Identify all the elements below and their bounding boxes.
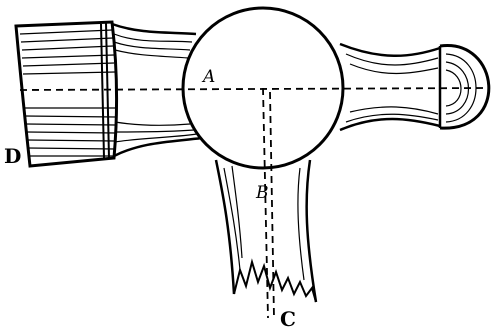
label-d: D [4, 144, 21, 168]
label-b: B [255, 183, 269, 203]
hammer-peen [340, 44, 489, 130]
hammer-face [16, 22, 117, 166]
label-c: C [280, 307, 296, 330]
label-a: A [201, 67, 215, 87]
hammer-handle [216, 160, 316, 302]
